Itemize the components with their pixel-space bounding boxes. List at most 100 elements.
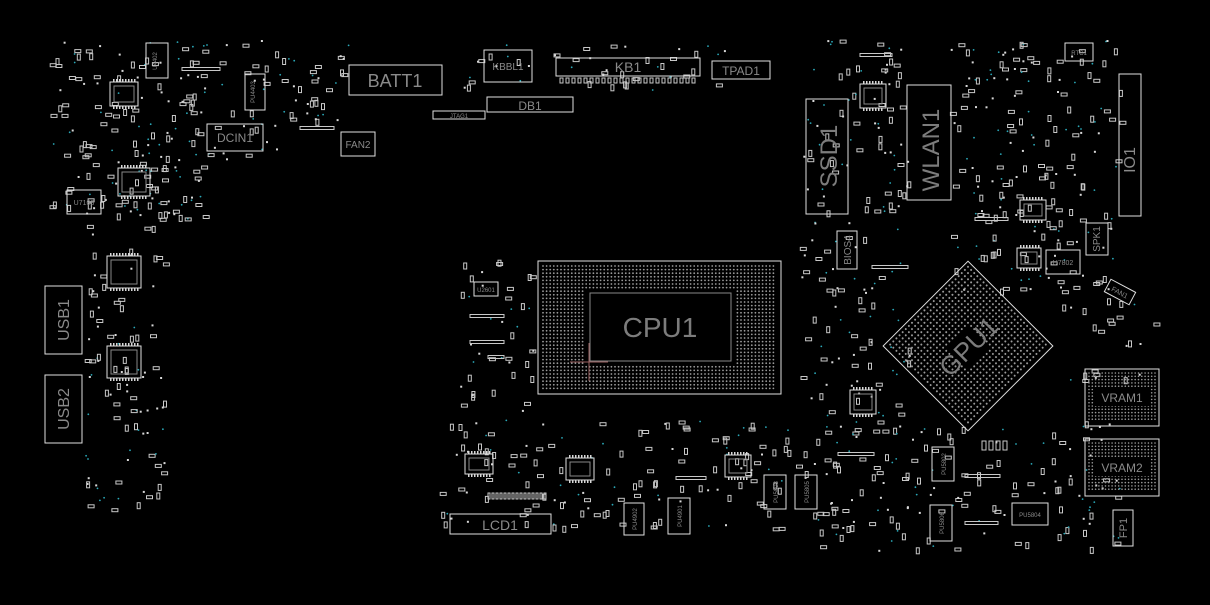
kbbl-connector[interactable]: KBBL1 bbox=[483, 49, 533, 83]
bga-ball bbox=[960, 396, 963, 399]
bga-ball bbox=[740, 373, 742, 375]
via bbox=[137, 368, 140, 371]
bga-ball bbox=[926, 380, 929, 383]
bga-ball bbox=[1131, 452, 1133, 454]
passive-part bbox=[1067, 106, 1072, 114]
passive-part bbox=[537, 474, 544, 479]
bga-ball bbox=[772, 383, 775, 386]
via bbox=[765, 426, 767, 428]
pu4901-chip[interactable]: PU4901 bbox=[667, 497, 691, 535]
pu5804-chip[interactable]: PU5804 bbox=[1011, 502, 1049, 526]
u7103-chip[interactable]: U7103 bbox=[66, 189, 102, 215]
passive-part bbox=[156, 256, 164, 260]
pu5802-chip[interactable]: PU5802 bbox=[931, 446, 955, 482]
pu5806-chip[interactable]: PU5806 bbox=[929, 504, 953, 542]
pu4902-chip[interactable]: PU4902 bbox=[623, 502, 645, 536]
pad bbox=[187, 74, 190, 77]
pad bbox=[991, 97, 994, 100]
rtc-battery[interactable]: RTC1 bbox=[1064, 42, 1094, 62]
usb2-connector[interactable]: USB2 bbox=[44, 374, 83, 444]
bga-ball bbox=[552, 315, 555, 318]
wlan-connector[interactable]: WLAN1 bbox=[906, 84, 952, 201]
lcd-connector[interactable]: LCD1 bbox=[449, 513, 552, 535]
pad bbox=[542, 423, 545, 426]
passive-part bbox=[638, 429, 643, 437]
bga-ball bbox=[935, 377, 938, 380]
bga-ball bbox=[545, 358, 548, 361]
pu5805-chip[interactable]: PU5805 bbox=[794, 474, 818, 510]
via bbox=[835, 533, 838, 536]
io-connector[interactable]: IO1 bbox=[1118, 73, 1142, 217]
bga-ball bbox=[960, 408, 963, 411]
usb1-connector[interactable]: USB1 bbox=[44, 285, 83, 355]
bga-ball bbox=[979, 278, 982, 281]
bga-ball bbox=[736, 344, 739, 347]
vram2-chip[interactable]: VRAM2 bbox=[1084, 438, 1160, 497]
bga-ball bbox=[1010, 309, 1013, 312]
ic-pin bbox=[1026, 220, 1028, 223]
ic-pin bbox=[578, 480, 580, 483]
bga-ball bbox=[1010, 321, 1013, 324]
jtag-header[interactable]: JTAG1 bbox=[432, 110, 486, 120]
ic-pin bbox=[119, 343, 121, 346]
fan2-connector[interactable]: FAN2 bbox=[340, 131, 376, 157]
pad bbox=[115, 182, 118, 185]
bga-ball bbox=[1131, 415, 1133, 417]
db-connector[interactable]: DB1 bbox=[486, 96, 574, 113]
bga-ball bbox=[957, 318, 960, 321]
passive-part bbox=[986, 464, 994, 469]
batt-connector[interactable]: BATT1 bbox=[348, 64, 443, 96]
passive-part bbox=[962, 93, 970, 98]
bga-ball bbox=[646, 373, 649, 375]
bga-ball bbox=[938, 387, 941, 390]
ic-pin bbox=[856, 387, 858, 390]
kb-connector[interactable]: KB1 bbox=[555, 57, 701, 77]
bga-ball bbox=[1150, 445, 1153, 448]
bga-ball bbox=[704, 279, 706, 282]
bga-ball bbox=[617, 272, 620, 275]
bga-ball bbox=[624, 286, 627, 289]
bga-ball bbox=[1150, 462, 1153, 464]
via bbox=[89, 193, 91, 196]
bga-ball bbox=[617, 373, 620, 375]
ic-pin bbox=[865, 387, 867, 390]
bga-ball bbox=[1104, 485, 1107, 487]
bga-ball bbox=[743, 362, 746, 365]
bga-ball bbox=[1117, 411, 1120, 414]
dcin-connector[interactable]: DCIN1 bbox=[206, 123, 264, 152]
cpu-package[interactable]: CPU1 bbox=[537, 260, 782, 395]
u4402-chip[interactable]: U4402 bbox=[145, 42, 169, 79]
pu4403-chip[interactable]: PU4403 bbox=[244, 73, 266, 111]
ic-pin bbox=[136, 196, 138, 199]
via bbox=[155, 453, 157, 455]
pad bbox=[1054, 480, 1057, 483]
bga-ball bbox=[549, 279, 552, 282]
passive-part bbox=[694, 50, 699, 58]
bga-ball bbox=[1147, 415, 1150, 417]
bga-ball bbox=[642, 283, 645, 285]
spk-connector[interactable]: SPK1 bbox=[1085, 222, 1109, 256]
bga-ball bbox=[772, 326, 775, 329]
tpad-connector[interactable]: TPAD1 bbox=[711, 60, 771, 80]
u7802-chip[interactable]: U7802 bbox=[1045, 249, 1081, 275]
u2601-chip[interactable]: U2601 bbox=[473, 281, 499, 297]
bga-ball bbox=[901, 337, 904, 340]
bga-ball bbox=[617, 279, 620, 282]
bga-ball bbox=[556, 365, 559, 368]
passive-part bbox=[1002, 211, 1007, 219]
bga-ball bbox=[920, 318, 923, 321]
passive-part bbox=[1089, 546, 1094, 554]
ssd-connector[interactable]: SSD1 bbox=[805, 98, 849, 215]
bios-chip[interactable]: BIOS4 bbox=[836, 230, 858, 270]
bga-ball bbox=[1013, 349, 1016, 352]
bga-ball bbox=[1004, 321, 1007, 324]
vram1-chip[interactable]: VRAM1 bbox=[1084, 368, 1160, 427]
pu5803-chip[interactable]: PU5803 bbox=[763, 474, 787, 510]
pad bbox=[63, 41, 66, 44]
fp-connector[interactable]: FP1 bbox=[1112, 509, 1134, 547]
bga-ball bbox=[970, 306, 973, 309]
bga-ball bbox=[1108, 411, 1110, 414]
passive-part bbox=[750, 479, 758, 484]
passive-part bbox=[884, 52, 892, 57]
gpu-package[interactable] bbox=[882, 260, 1054, 432]
